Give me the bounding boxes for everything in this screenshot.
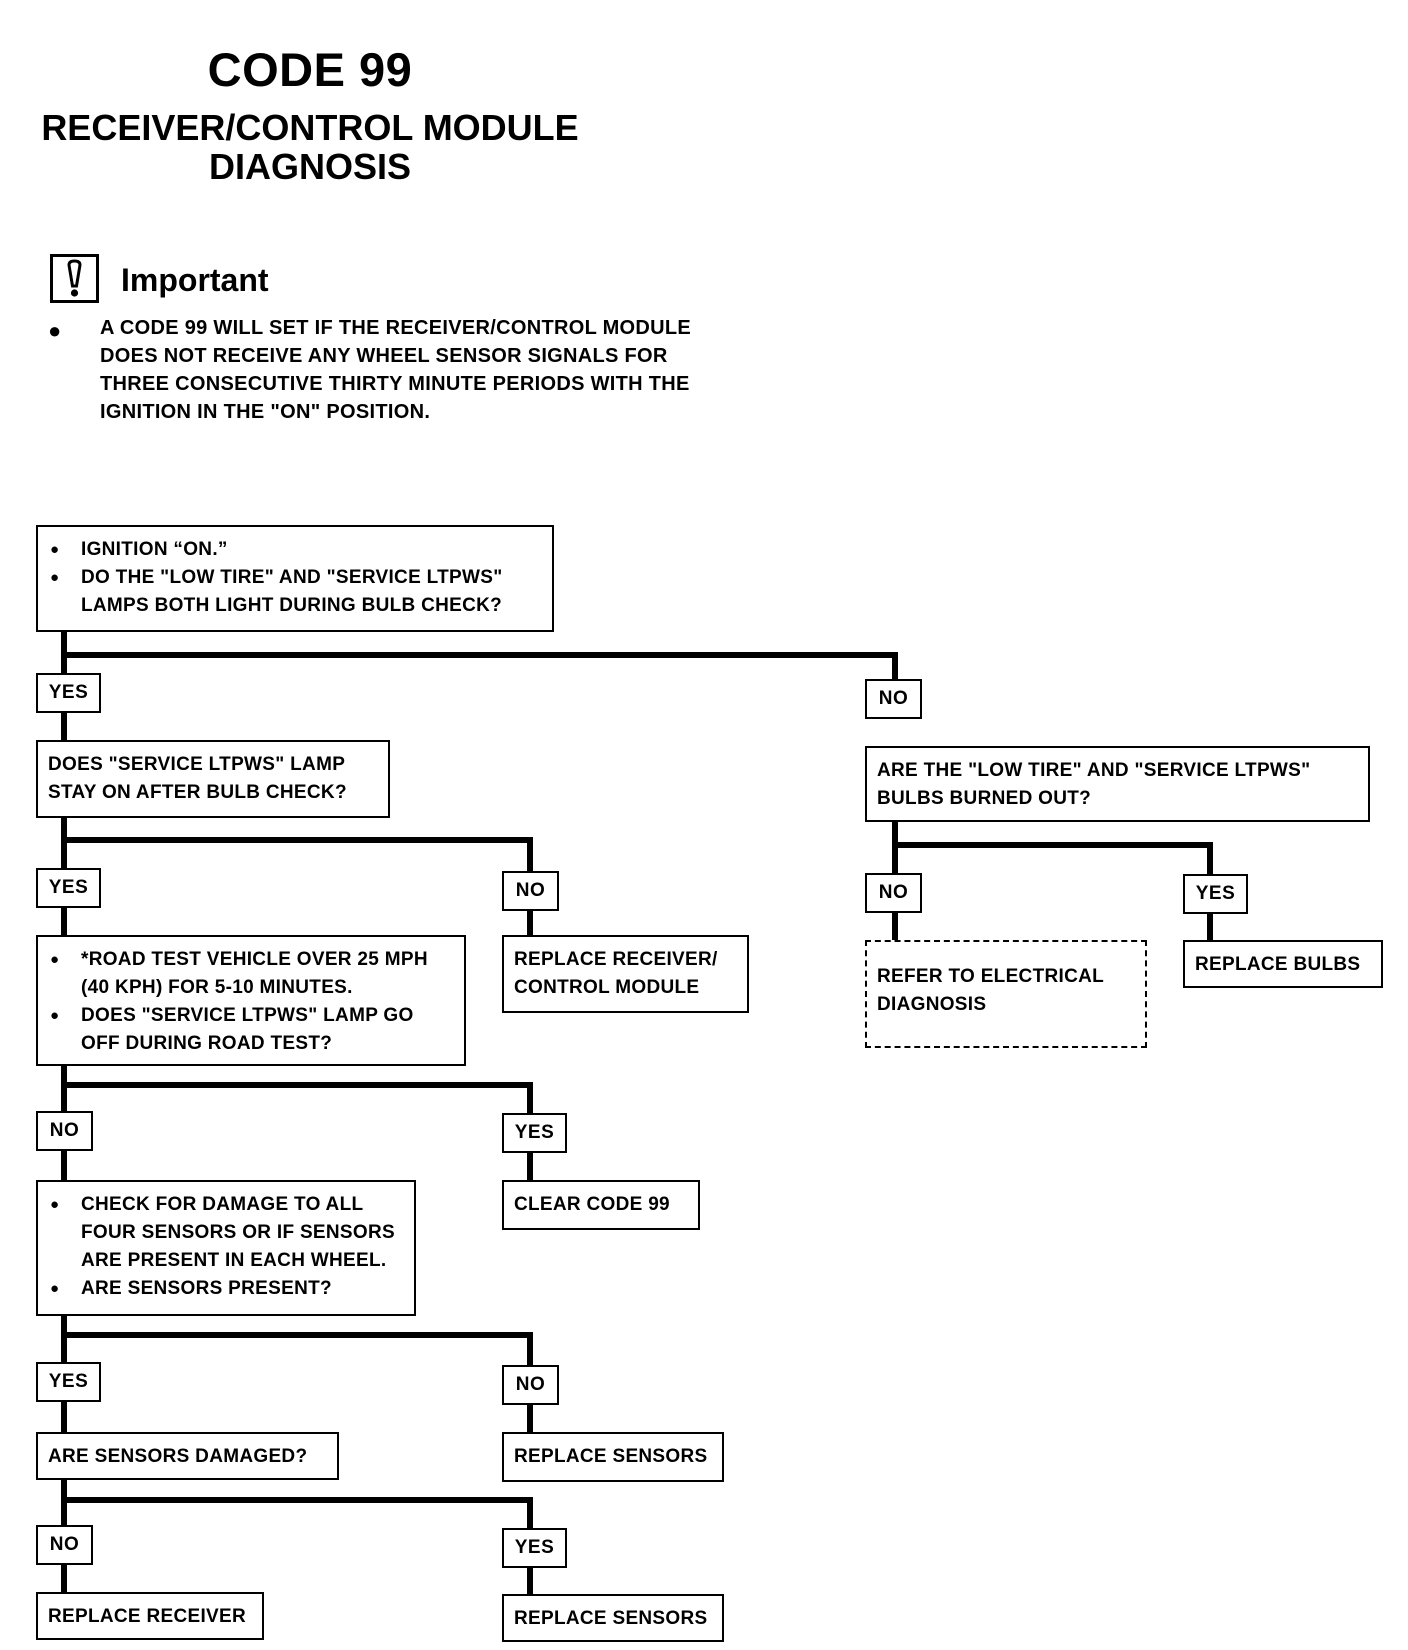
step-bulbs-burned-out: ARE THE "LOW TIRE" AND "SERVICE LTPWS" B… <box>865 746 1370 822</box>
step-ignition-on-line-1: IGNITION “ON.” <box>48 536 542 564</box>
step-service-lamp-stays-on: DOES "SERVICE LTPWS" LAMP STAY ON AFTER … <box>36 740 390 818</box>
label-yes: YES <box>36 1362 101 1402</box>
connector-s5-yes <box>61 1497 533 1595</box>
important-notice-icon <box>50 254 99 303</box>
connector-s6-yes <box>892 842 1213 943</box>
step-check-sensors-line-1: CHECK FOR DAMAGE TO ALL FOUR SENSORS OR … <box>48 1191 404 1275</box>
important-text: A CODE 99 WILL SET IF THE RECEIVER/CONTR… <box>100 317 692 423</box>
step-road-test: *ROAD TEST VEHICLE OVER 25 MPH (40 KPH) … <box>36 935 466 1066</box>
label-no: NO <box>865 679 922 719</box>
result-clear-code: CLEAR CODE 99 <box>502 1180 700 1230</box>
result-clear-code-text: CLEAR CODE 99 <box>514 1194 670 1215</box>
label-no: NO <box>36 1525 93 1565</box>
step-bulbs-burned-out-text: ARE THE "LOW TIRE" AND "SERVICE LTPWS" B… <box>877 760 1311 809</box>
connector-s4-no <box>61 1332 533 1435</box>
step-sensors-damaged: ARE SENSORS DAMAGED? <box>36 1432 339 1480</box>
result-replace-sensors: REPLACE SENSORS <box>502 1594 724 1642</box>
label-yes: YES <box>36 868 101 908</box>
important-heading: Important <box>121 262 269 298</box>
step-ignition-on: IGNITION “ON.” DO THE "LOW TIRE" AND "SE… <box>36 525 554 632</box>
label-no: NO <box>36 1111 93 1151</box>
result-replace-receiver: REPLACE RECEIVER <box>36 1592 264 1640</box>
connector-s2-no <box>61 837 533 938</box>
step-service-lamp-stays-on-text: DOES "SERVICE LTPWS" LAMP STAY ON AFTER … <box>48 754 347 803</box>
result-replace-receiver-module: REPLACE RECEIVER/ CONTROL MODULE <box>502 935 749 1013</box>
step-ignition-on-line-2: DO THE "LOW TIRE" AND "SERVICE LTPWS" LA… <box>48 564 542 620</box>
code-title: CODE 99 <box>207 43 413 96</box>
step-sensors-damaged-text: ARE SENSORS DAMAGED? <box>48 1446 308 1467</box>
result-refer-electrical-diagnosis-text: REFER TO ELECTRICAL DIAGNOSIS <box>877 966 1104 1015</box>
result-replace-sensors: REPLACE SENSORS <box>502 1432 724 1482</box>
label-yes: YES <box>1183 874 1248 914</box>
result-replace-sensors-text: REPLACE SENSORS <box>514 1608 708 1629</box>
result-refer-electrical-diagnosis: REFER TO ELECTRICAL DIAGNOSIS <box>865 940 1147 1048</box>
label-yes: YES <box>502 1528 567 1568</box>
label-yes: YES <box>502 1113 567 1153</box>
result-replace-bulbs: REPLACE BULBS <box>1183 940 1383 988</box>
result-replace-bulbs-text: REPLACE BULBS <box>1195 954 1361 975</box>
label-no: NO <box>502 871 559 911</box>
step-check-sensors-line-2: ARE SENSORS PRESENT? <box>48 1275 404 1303</box>
result-replace-sensors-text: REPLACE SENSORS <box>514 1446 708 1467</box>
page-title: RECEIVER/CONTROL MODULE DIAGNOSIS <box>0 108 620 186</box>
label-no: NO <box>865 873 922 913</box>
step-road-test-line-2: DOES "SERVICE LTPWS" LAMP GO OFF DURING … <box>48 1002 454 1058</box>
result-replace-receiver-module-text: REPLACE RECEIVER/ CONTROL MODULE <box>514 949 718 998</box>
step-road-test-line-1: *ROAD TEST VEHICLE OVER 25 MPH (40 KPH) … <box>48 946 454 1002</box>
page-title-line-2: DIAGNOSIS <box>208 146 412 187</box>
connector-s3-yes <box>61 1082 533 1183</box>
bullet-icon: ● <box>48 318 62 343</box>
label-no: NO <box>502 1365 559 1405</box>
result-replace-receiver-text: REPLACE RECEIVER <box>48 1606 247 1627</box>
connector-s1-no <box>61 652 898 683</box>
step-check-sensors: CHECK FOR DAMAGE TO ALL FOUR SENSORS OR … <box>36 1180 416 1316</box>
label-yes: YES <box>36 673 101 713</box>
page-title-line-1: RECEIVER/CONTROL MODULE <box>41 107 579 148</box>
